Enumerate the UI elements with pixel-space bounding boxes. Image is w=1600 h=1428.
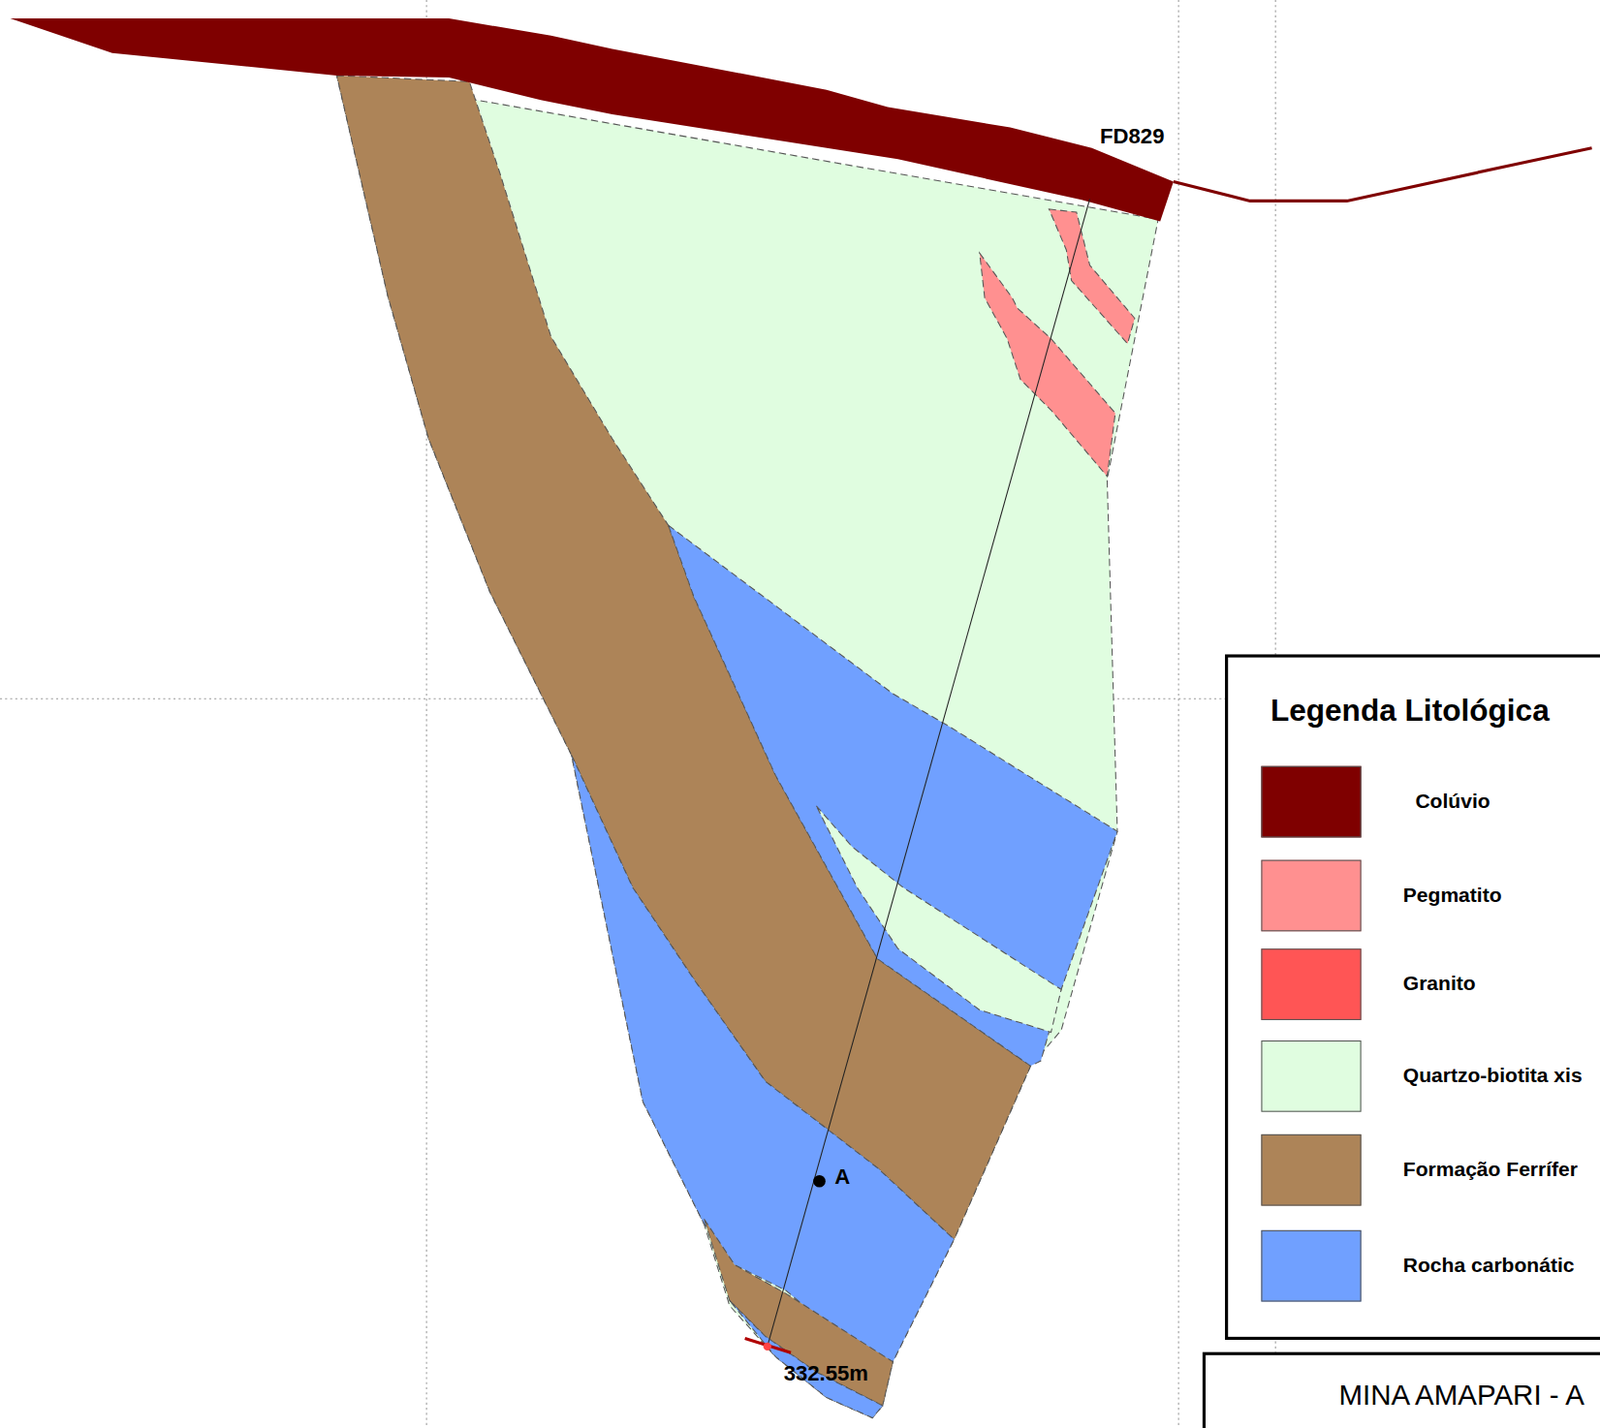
point-marker xyxy=(813,1175,826,1189)
iron-formation-lower xyxy=(704,1219,894,1407)
legend-box xyxy=(1226,656,1600,1339)
pegmatite-body xyxy=(979,252,1116,477)
title-box xyxy=(1203,1353,1600,1428)
legend-swatch xyxy=(1260,1134,1361,1207)
legend-text: Colúvio xyxy=(1414,789,1490,814)
legend-swatch xyxy=(1260,1230,1361,1303)
legend-text: Granito xyxy=(1403,972,1476,996)
title-text: MINA AMAPARI - A xyxy=(1338,1380,1584,1413)
legend-text: Pegmatito xyxy=(1403,883,1503,908)
legend-heading: Legenda Litológica xyxy=(1270,693,1550,729)
legend-text: Quartzo-biotita xis xyxy=(1403,1064,1583,1088)
legend-swatch xyxy=(1260,1040,1361,1113)
legend-text: Rocha carbonátic xyxy=(1403,1254,1575,1278)
point-label: A xyxy=(834,1164,850,1190)
drill-hole xyxy=(767,198,1091,1348)
topography-line xyxy=(1173,148,1593,202)
legend-swatch xyxy=(1260,948,1361,1021)
carbonate-bottom xyxy=(729,1300,883,1418)
depth-label: 332.55m xyxy=(784,1361,869,1386)
pegmatite-body xyxy=(1048,209,1134,345)
legend-swatch xyxy=(1260,766,1361,839)
hole-end-dot xyxy=(763,1343,772,1351)
colluvium-layer xyxy=(10,18,1174,222)
hole-name: FD829 xyxy=(1099,124,1164,149)
carbonate-upper xyxy=(668,525,1118,1067)
legend-swatch xyxy=(1260,860,1361,933)
legend-text: Formação Ferrífer xyxy=(1403,1158,1578,1182)
schist-body xyxy=(336,75,1159,1419)
schist-lens xyxy=(815,806,1062,1034)
hole-end-mark xyxy=(745,1338,791,1353)
